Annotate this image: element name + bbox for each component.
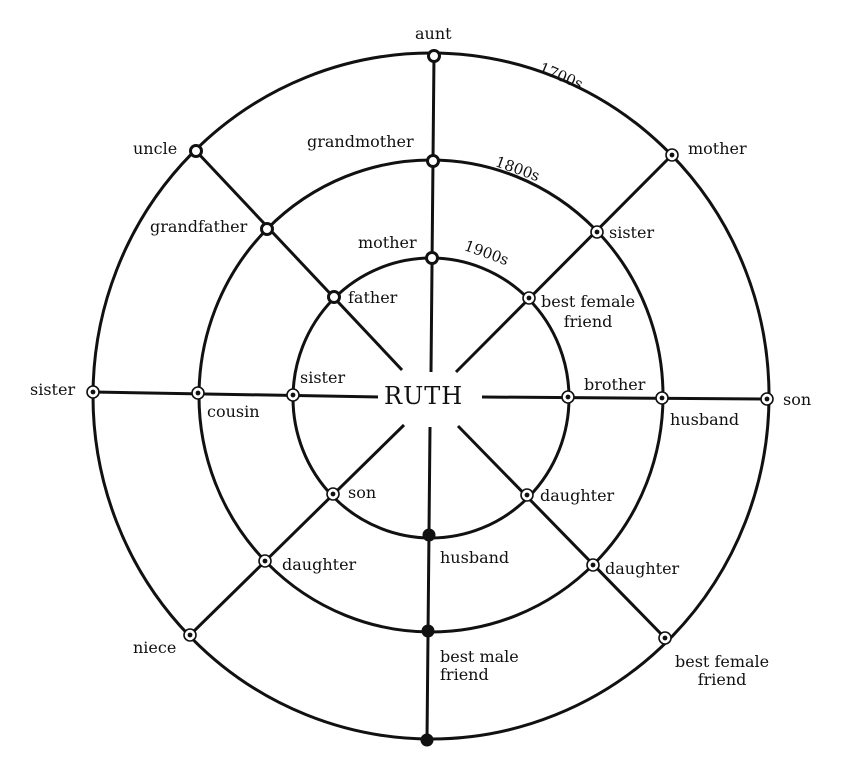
node-best-female-friend-outer [658, 631, 672, 645]
label-brother: brother [584, 375, 646, 394]
label-cousin: cousin [207, 402, 260, 421]
spoke-southwest [188, 423, 406, 637]
spoke-northwest [194, 149, 404, 372]
node-father [327, 290, 341, 304]
node-daughter-inner [520, 488, 534, 502]
node-bottom-outer [420, 733, 434, 747]
node-daughter-middle-right [586, 558, 600, 572]
center-name-ruth: RUTH [378, 382, 470, 410]
spoke-east [481, 395, 768, 401]
label-grandmother: grandmother [307, 132, 414, 151]
label-aunt: aunt [415, 24, 452, 43]
label-husband-inner: husband [440, 548, 510, 567]
label-son-outer: son [783, 390, 812, 409]
label-mother-inner: mother [358, 233, 417, 252]
spoke-west [92, 390, 381, 399]
label-sister-inner: sister [300, 368, 346, 387]
label-best-female-friend-outer: best female friend [675, 652, 770, 689]
node-grandfather [260, 222, 274, 236]
node-brother [561, 390, 575, 404]
node-son-inner [326, 487, 340, 501]
label-father: father [348, 288, 398, 307]
node-aunt [427, 49, 441, 63]
node-mother-inner [425, 251, 439, 265]
label-best-male-friend: best male friend [440, 647, 519, 684]
label-mother-outer: mother [688, 139, 747, 158]
node-grandmother [426, 154, 440, 168]
spoke-north [429, 54, 436, 373]
node-sister-inner [286, 388, 300, 402]
label-niece: niece [133, 638, 177, 657]
node-husband-middle [655, 391, 669, 405]
label-sister-middle: sister [609, 223, 655, 242]
node-uncle [189, 144, 203, 158]
node-best-male-friend [421, 624, 435, 638]
node-daughter-middle-left [258, 554, 272, 568]
label-best-female-friend-inner: best female friend [541, 292, 636, 331]
node-cousin [191, 386, 205, 400]
label-daughter-inner: daughter [540, 486, 615, 505]
label-sister-outer: sister [30, 380, 76, 399]
label-grandfather: grandfather [150, 217, 248, 236]
label-daughter-middle-left: daughter [282, 555, 357, 574]
label-uncle: uncle [133, 139, 178, 158]
node-husband-inner [422, 528, 436, 542]
node-sister-middle [590, 225, 604, 239]
node-son-outer [760, 392, 774, 406]
spoke-southeast [456, 424, 667, 640]
label-son-inner: son [348, 483, 377, 502]
label-husband-middle: husband [670, 410, 740, 429]
node-sister-outer [86, 385, 100, 399]
label-daughter-middle-right: daughter [605, 559, 680, 578]
node-best-female-friend-inner [522, 291, 536, 305]
node-mother-outer [665, 148, 679, 162]
spoke-south [425, 426, 432, 741]
node-niece [183, 628, 197, 642]
spoke-northeast [454, 153, 674, 374]
